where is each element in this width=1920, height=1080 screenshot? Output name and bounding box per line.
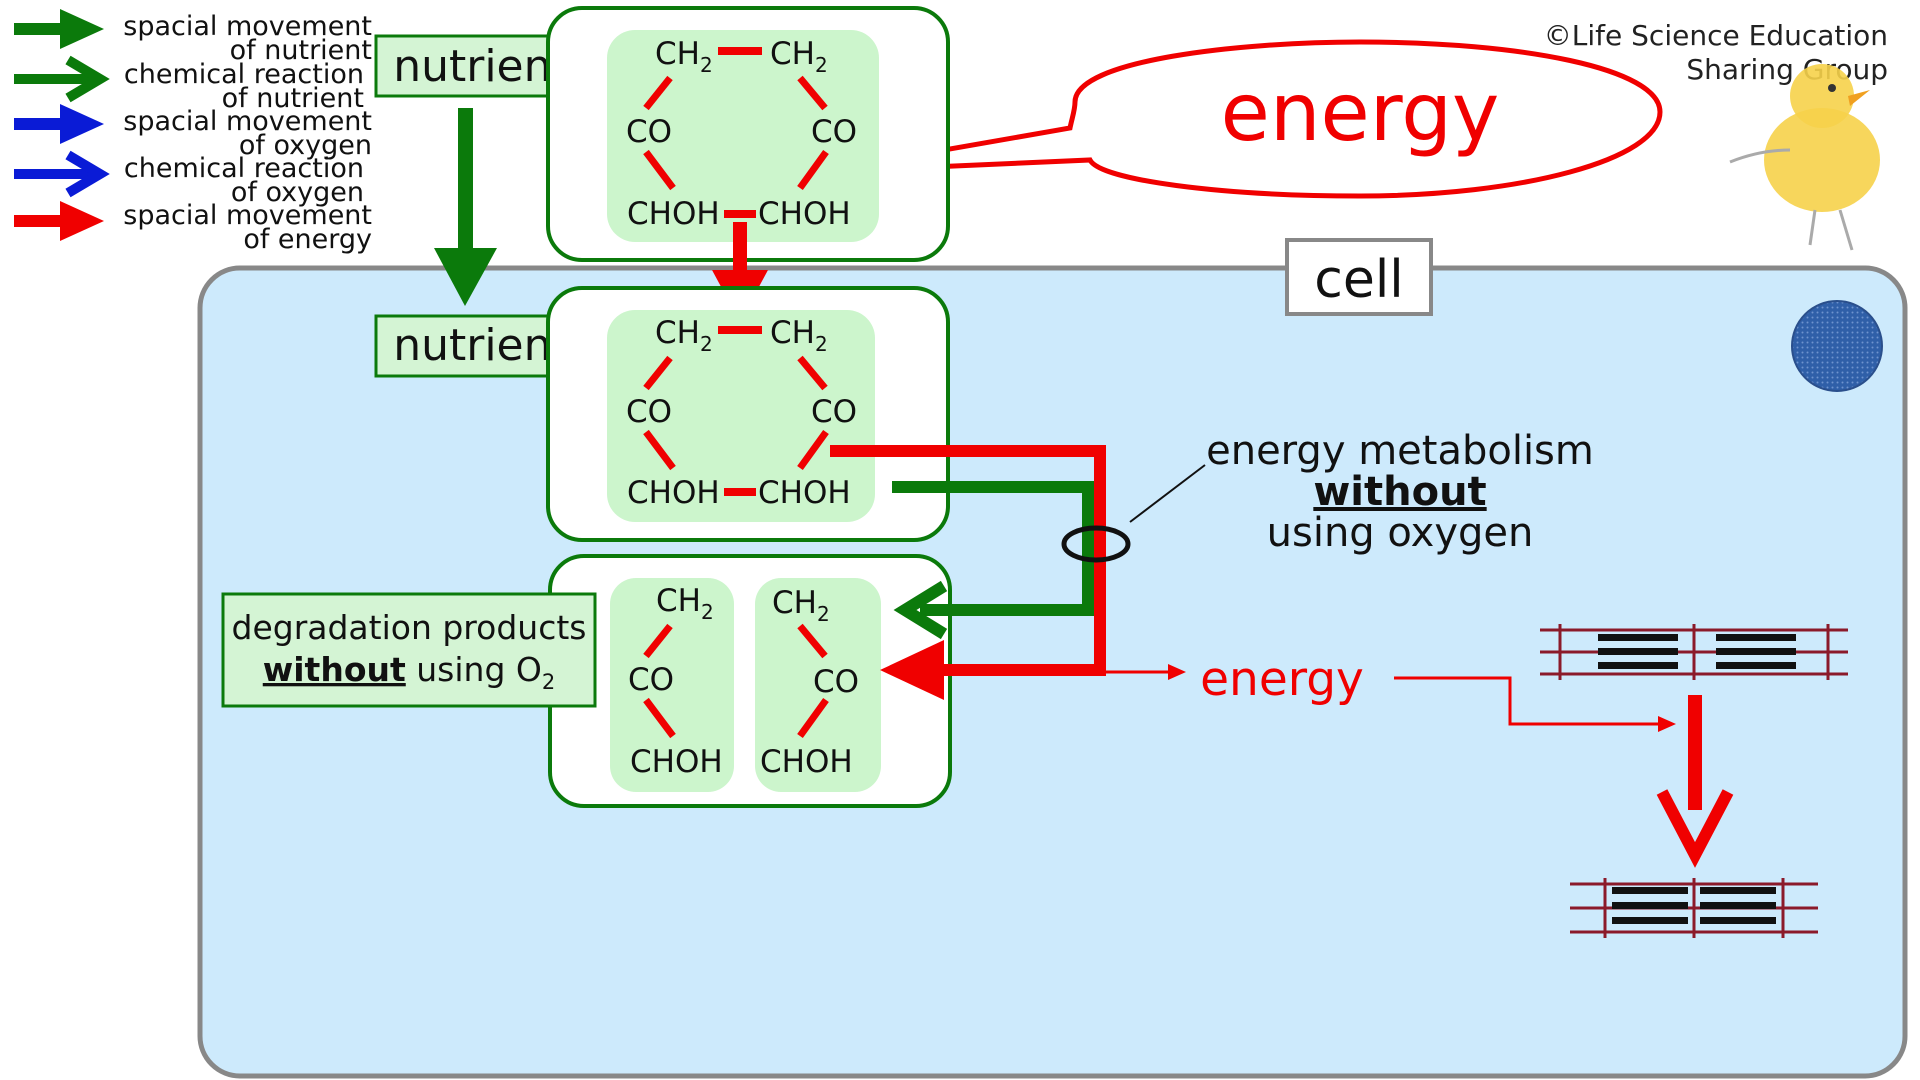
atom-ch2: CH2 (770, 315, 828, 356)
atom-co: CO (626, 394, 672, 430)
atom-choh: CHOH (627, 196, 720, 232)
atom-co: CO (626, 114, 672, 150)
nutrient-movement-arrow (434, 108, 497, 306)
degradation-label: degradation products without using O2 (221, 592, 597, 708)
cell-label: cell (1314, 250, 1403, 310)
metabolism-label-line1: energy metabolism (1206, 428, 1594, 474)
energy-bubble-label: energy (1221, 66, 1500, 159)
atom-ch2: CH2 (655, 315, 713, 356)
legend-item-nutrient-movement: spacial movement of nutrient (14, 9, 372, 66)
atom-choh: CHOH (627, 475, 720, 511)
legend-label: spacial movement (123, 200, 372, 231)
atom-ch2: CH2 (656, 583, 714, 624)
atom-ch2: CH2 (770, 36, 828, 77)
atom-choh: CHOH (758, 475, 851, 511)
legend: spacial movement of nutrient chemical re… (14, 9, 372, 255)
energy-bubble: energy (817, 39, 1663, 199)
degradation-products: CH2 CH2 CO CO CHOH CHOH (548, 554, 952, 808)
cell-label-box (1285, 238, 1433, 316)
legend-label: of energy (243, 224, 372, 255)
atom-co: CO (628, 662, 674, 698)
atom-co: CO (811, 394, 857, 430)
atom-choh: CHOH (760, 744, 853, 780)
muscle-sarcomere-relaxed-icon (1540, 624, 1848, 680)
legend-label: of nutrient (230, 35, 372, 66)
legend-label: of oxygen (231, 177, 364, 208)
atom-ch2: CH2 (772, 585, 830, 626)
legend-item-oxygen-reaction: chemical reaction of oxygen (14, 150, 364, 208)
legend-item-oxygen-movement: spacial movement of oxygen (14, 104, 372, 161)
atom-ch2: CH2 (655, 36, 713, 77)
duck-mascot-icon (1729, 64, 1880, 251)
atom-co: CO (811, 114, 857, 150)
metabolism-label: energy metabolism without using oxygen (1129, 428, 1594, 556)
energy-release-label: energy (1200, 652, 1364, 707)
degradation-label-line1: degradation products (232, 608, 587, 647)
legend-label: spacial movement (123, 106, 372, 137)
nutrient-reaction-arrow (892, 481, 1094, 640)
glucose-molecule-outside: CH2 CH2 CO CO CHOH CHOH (546, 6, 950, 262)
reaction-ring-icon (1061, 525, 1131, 563)
legend-item-energy-movement: spacial movement of energy (14, 200, 372, 255)
legend-label: of nutrient (222, 83, 364, 114)
glucose-molecule-inside: CH2 CH2 CO CO CHOH CHOH (546, 286, 950, 542)
legend-label: chemical reaction (124, 59, 364, 90)
metabolism-label-line3: using oxygen (1267, 510, 1534, 556)
contraction-arrow (1656, 695, 1734, 868)
legend-label: of oxygen (239, 130, 372, 161)
copyright-line: Sharing Group (1686, 53, 1888, 86)
nutrient-label-text: nutrient (393, 41, 569, 92)
energy-to-muscle-arrow (1394, 676, 1676, 732)
legend-label: spacial movement (123, 11, 372, 42)
degradation-label-line2: without using O2 (263, 650, 555, 694)
atom-choh: CHOH (630, 744, 723, 780)
legend-label: chemical reaction (124, 153, 364, 184)
atom-choh: CHOH (758, 196, 851, 232)
atom-co: CO (813, 664, 859, 700)
nucleus (1791, 300, 1883, 392)
nutrient-label-text: nutrient (393, 320, 569, 371)
copyright-line: ©Life Science Education (1544, 19, 1888, 52)
muscle-sarcomere-contracted-icon (1570, 878, 1818, 938)
metabolism-label-line2: without (1313, 469, 1486, 515)
legend-item-nutrient-reaction: chemical reaction of nutrient (14, 55, 364, 114)
copyright: ©Life Science Education Sharing Group (1544, 19, 1888, 86)
